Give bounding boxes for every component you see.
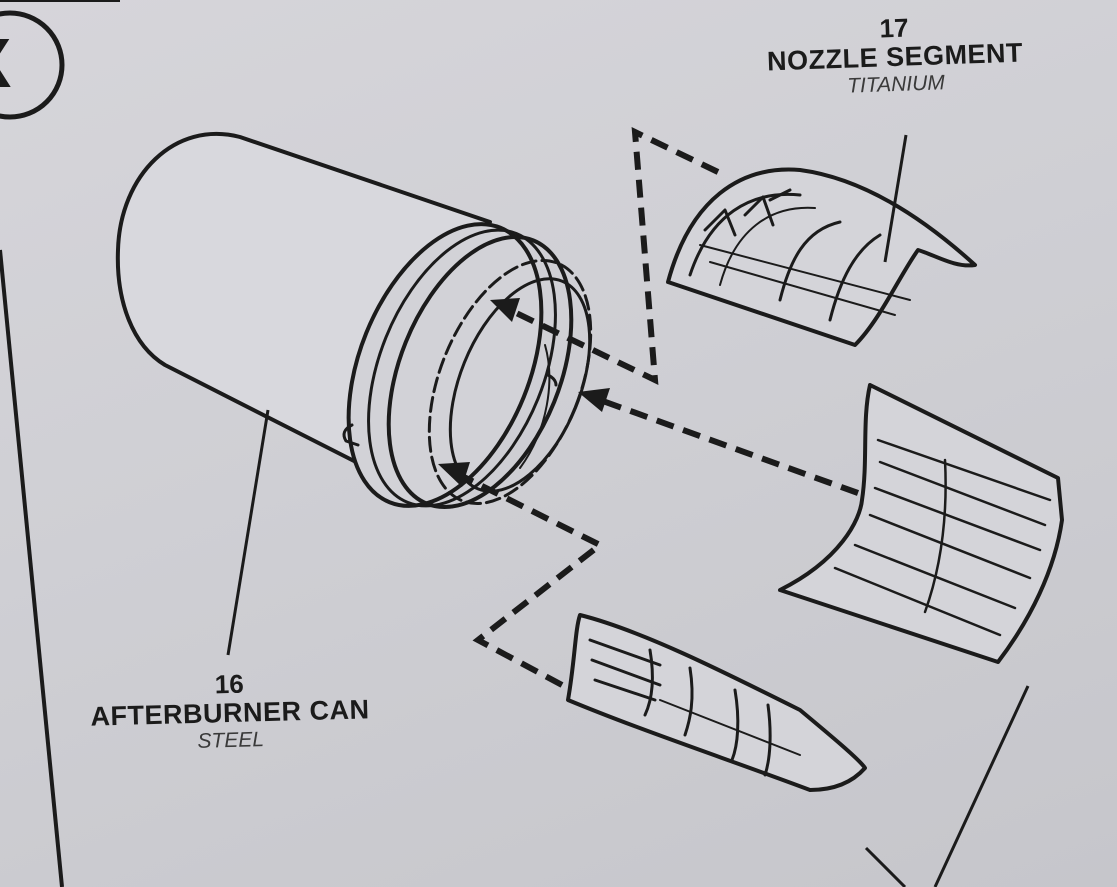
nozzle-flap-drawing: [778, 383, 1064, 664]
arrow-heads: [438, 298, 610, 487]
corner-line: [933, 685, 1030, 887]
part-label-17: 17 NOZZLE SEGMENT TITANIUM: [699, 7, 1092, 105]
nozzle-segment-bottom-drawing: [566, 613, 867, 792]
leader-line-17: [883, 134, 908, 263]
corner-line-2: [864, 846, 907, 887]
page-border-left: [0, 249, 64, 887]
nozzle-segment-top-drawing: [666, 167, 977, 347]
step-badge-circle: [0, 10, 65, 120]
arrow-head-icon: [490, 298, 520, 322]
arrow-head-icon: [578, 388, 610, 412]
afterburner-can-drawing: [115, 131, 593, 510]
arrow-head-icon: [438, 462, 470, 487]
circled-step-icon: X: [0, 0, 60, 140]
step-letter: X: [0, 28, 16, 98]
assembly-arrows: [458, 127, 860, 688]
part-label-16: 16 AFTERBURNER CAN STEEL: [39, 665, 421, 759]
leader-line-16: [226, 409, 270, 656]
